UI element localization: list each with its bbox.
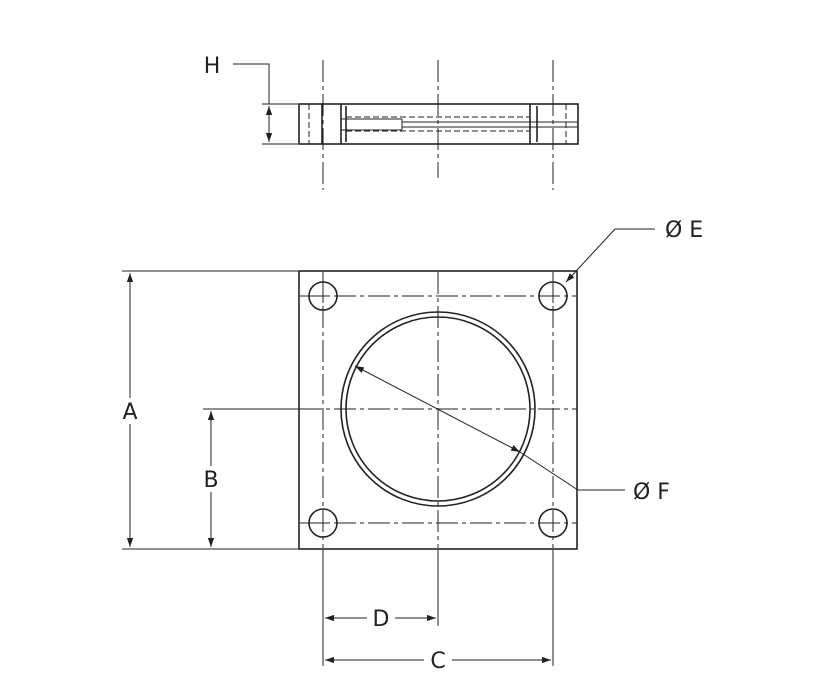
label-f: Ø F <box>633 480 670 505</box>
flange-outline <box>298 270 578 550</box>
dimension-c: C <box>325 550 554 674</box>
label-c: C <box>430 649 445 674</box>
label-a: A <box>122 400 137 425</box>
label-e: Ø E <box>665 218 703 243</box>
dimension-h: H <box>204 54 298 145</box>
bolt-hole <box>538 508 568 538</box>
bore-inner-circle <box>345 316 531 502</box>
bolt-hole <box>308 508 338 538</box>
label-b: B <box>203 468 218 493</box>
label-h: H <box>204 54 221 79</box>
dimension-b: B <box>203 408 318 547</box>
bolt-hole <box>308 281 338 311</box>
label-d: D <box>373 607 390 632</box>
bolt-hole <box>538 281 568 311</box>
dimension-f: Ø F <box>354 365 670 505</box>
dimension-d: D <box>322 550 439 666</box>
bore-outer-circle <box>340 311 536 507</box>
side-view <box>298 60 579 190</box>
dimension-e: Ø E <box>565 218 703 283</box>
front-view <box>298 270 578 550</box>
dimension-a: A <box>122 270 298 550</box>
